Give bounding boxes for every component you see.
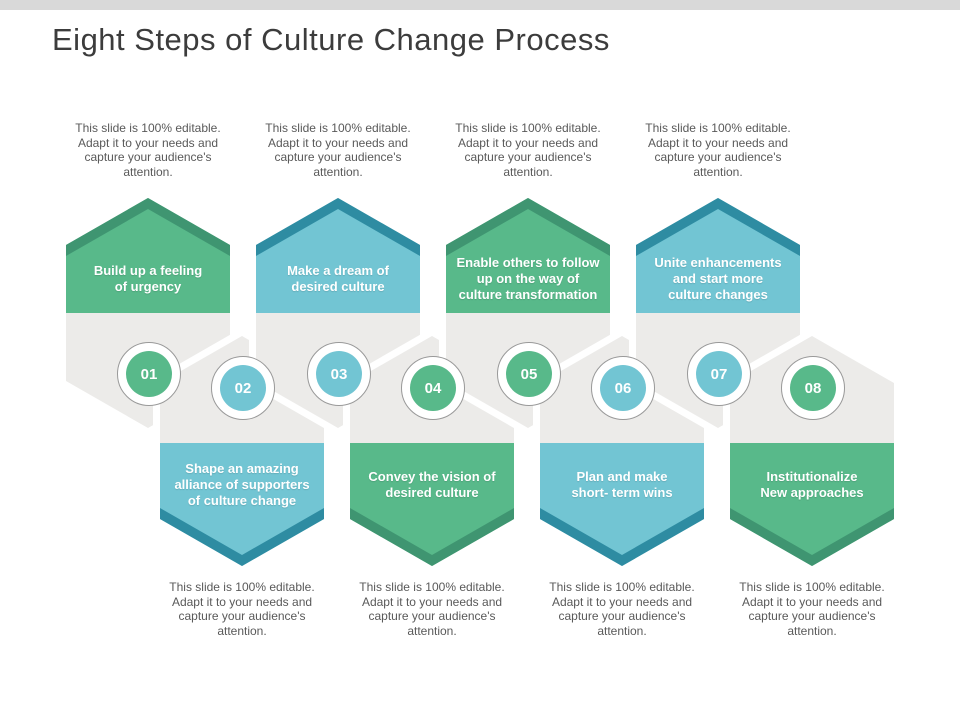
step-1-note: This slide is 100% editable. Adapt it to… <box>75 121 221 179</box>
step-6-label: Plan and make short- term wins <box>571 469 673 500</box>
step-1-label: Build up a feeling of urgency <box>93 263 203 294</box>
step-3-number: 03 <box>316 351 362 397</box>
step-5-label: Enable others to follow up on the way of… <box>456 255 600 302</box>
step-5-number-badge: 05 <box>497 342 561 406</box>
page-title: Eight Steps of Culture Change Process <box>52 22 610 57</box>
step-6-number: 06 <box>600 365 646 411</box>
step-8-number: 08 <box>790 365 836 411</box>
step-5-number: 05 <box>506 351 552 397</box>
step-2-number: 02 <box>220 365 266 411</box>
step-7-number: 07 <box>696 351 742 397</box>
step-1-number-badge: 01 <box>117 342 181 406</box>
step-4-hexagon: Convey the vision of desired culture <box>342 328 522 574</box>
step-8-number-badge: 08 <box>781 356 845 420</box>
step-7-note: This slide is 100% editable. Adapt it to… <box>645 121 791 179</box>
step-2-number-badge: 02 <box>211 356 275 420</box>
step-4-note: This slide is 100% editable. Adapt it to… <box>359 580 505 638</box>
step-5-note: This slide is 100% editable. Adapt it to… <box>455 121 601 179</box>
step-4-number-badge: 04 <box>401 356 465 420</box>
top-accent-bar <box>0 0 960 10</box>
step-2-label: Shape an amazing alliance of supporters … <box>174 461 310 508</box>
step-4-label: Convey the vision of desired culture <box>368 469 496 500</box>
step-3-label: Make a dream of desired culture <box>287 263 389 294</box>
step-3-number-badge: 03 <box>307 342 371 406</box>
step-6-number-badge: 06 <box>591 356 655 420</box>
step-8-label: Institutionalize New approaches <box>760 469 864 500</box>
step-1-number: 01 <box>126 351 172 397</box>
step-4-number: 04 <box>410 365 456 411</box>
step-7-number-badge: 07 <box>687 342 751 406</box>
step-3-note: This slide is 100% editable. Adapt it to… <box>265 121 411 179</box>
step-8-note: This slide is 100% editable. Adapt it to… <box>739 580 885 638</box>
step-6-note: This slide is 100% editable. Adapt it to… <box>549 580 695 638</box>
step-2-note: This slide is 100% editable. Adapt it to… <box>169 580 315 638</box>
step-7-label: Unite enhancements and start more cultur… <box>654 255 782 302</box>
hexagon-shape <box>343 328 521 574</box>
